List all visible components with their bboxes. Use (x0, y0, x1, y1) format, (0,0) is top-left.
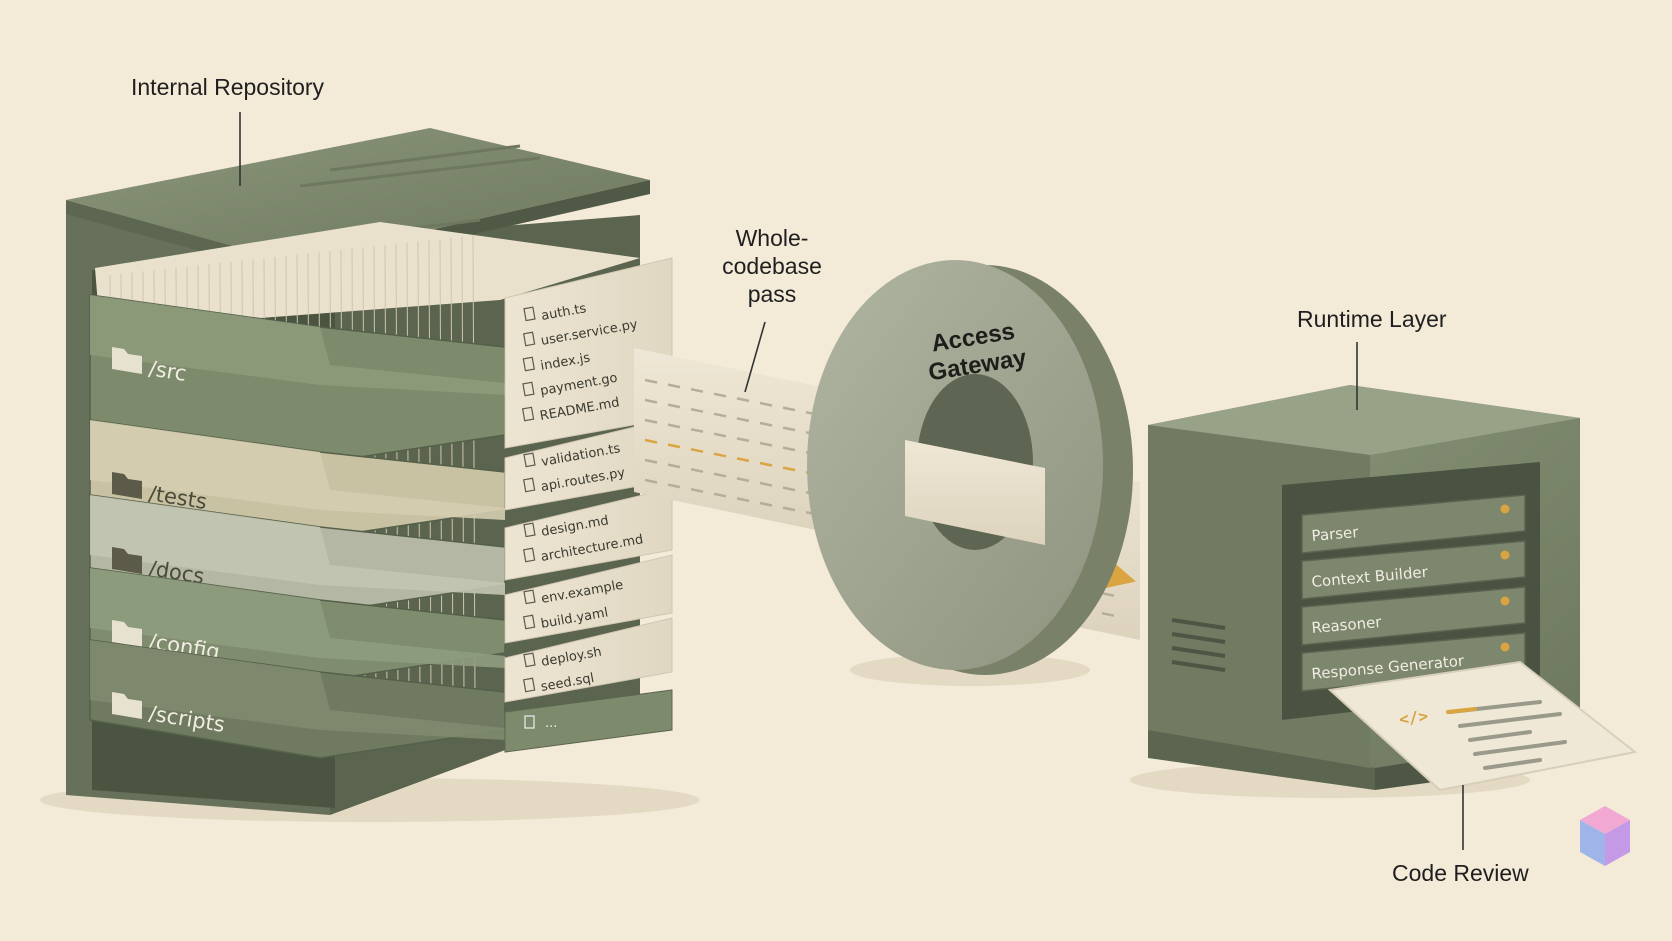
file-icon (522, 614, 536, 630)
code-review-label: Code Review (1392, 860, 1529, 886)
file-icon (524, 715, 535, 729)
repository-label: Internal Repository (131, 74, 325, 100)
pass-label-line-3: pass (747, 281, 797, 307)
module-label: Parser (1311, 523, 1360, 545)
file-icon (522, 477, 536, 493)
pass-label: Whole- codebase pass (712, 224, 832, 308)
file-icon (523, 522, 536, 538)
file-icon (521, 406, 535, 422)
server-vent (1171, 618, 1226, 672)
folder-icon (112, 347, 142, 374)
cube-logo-icon (1580, 806, 1630, 866)
leader-lines (239, 112, 1464, 850)
file-card-more: ... (504, 689, 673, 753)
runtime-label: Runtime Layer (1297, 306, 1447, 332)
status-light-icon (1500, 596, 1510, 606)
drawers: /src auth.tsuser.service.pyindex.jspaymen… (89, 257, 673, 759)
file-card: auth.tsuser.service.pyindex.jspayment.go… (504, 257, 673, 449)
drawer-scripts: /scripts (89, 639, 506, 759)
folder-label: /src (147, 356, 188, 386)
file-icon (523, 652, 536, 668)
code-review-card: </> (1327, 660, 1638, 792)
folder-icon (112, 620, 142, 647)
file-icon (523, 589, 536, 605)
module-reasoner: Reasoner (1301, 586, 1526, 646)
pass-label-line-2: codebase (722, 253, 822, 279)
file-icon (523, 452, 536, 468)
folder-icon (112, 692, 142, 719)
status-light-icon (1500, 504, 1510, 514)
file-icon (522, 677, 536, 693)
status-light-icon (1500, 550, 1510, 560)
file-icon (522, 381, 535, 397)
code-symbol: </> (1398, 706, 1429, 729)
access-gateway: Access Gateway (807, 260, 1133, 675)
file-icon (522, 356, 535, 372)
module-context-builder: Context Builder (1301, 540, 1526, 600)
file-icon (523, 306, 536, 322)
file-icon (522, 331, 536, 347)
folder-icon (112, 547, 142, 574)
file-icon (522, 547, 536, 563)
folder-icon (112, 472, 142, 499)
pass-label-line-1: Whole- (735, 225, 809, 251)
module-response-generator: Response Generator (1301, 632, 1526, 692)
status-light-icon (1500, 642, 1510, 652)
more-files: ... (545, 716, 557, 731)
module-parser: Parser (1301, 494, 1526, 554)
